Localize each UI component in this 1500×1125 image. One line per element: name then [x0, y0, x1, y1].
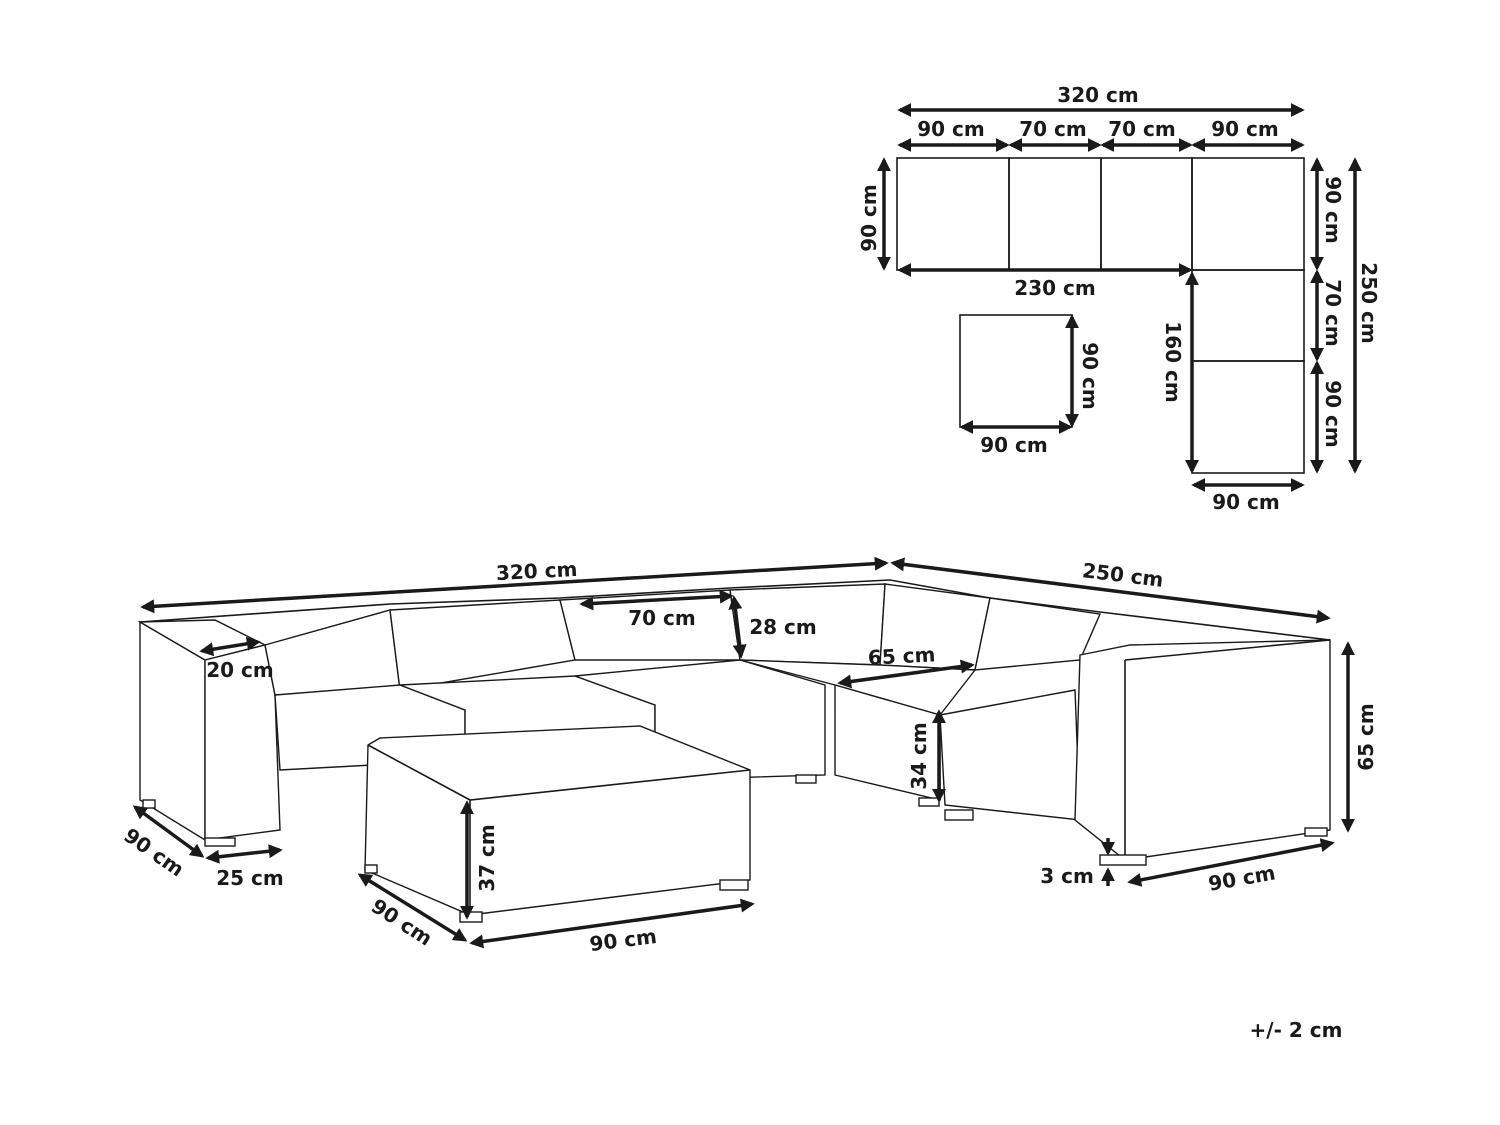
module-side-end [1191, 360, 1305, 474]
perspective-view: 320 cm 250 cm 70 cm 28 cm 20 cm 65 cm 34… [119, 556, 1378, 956]
bottom-width-label: 90 cm [1212, 490, 1280, 514]
right-segment-3-label: 90 cm [1321, 380, 1345, 448]
right-arm-module [1074, 639, 1331, 861]
segment-2-label: 70 cm [1019, 117, 1087, 141]
left-depth-label: 90 cm [857, 184, 881, 252]
ottoman-height-label: 37 cm [475, 824, 499, 892]
module-corner-left [896, 157, 1010, 271]
segment-4-label: 90 cm [1211, 117, 1279, 141]
arm-width-label: 20 cm [206, 658, 274, 682]
seat-width-label: 70 cm [628, 606, 696, 630]
total-height-label: 65 cm [1354, 703, 1378, 771]
segment-3-label: 70 cm [1108, 117, 1176, 141]
ottoman-plan [959, 314, 1073, 428]
inner-length-label: 230 cm [1014, 276, 1095, 300]
left-module-depth-label: 90 cm [119, 823, 188, 881]
module-corner-right [1191, 157, 1305, 271]
top-view-plan: 320 cm 90 cm 70 cm 70 cm 90 cm 90 cm 230… [857, 83, 1381, 514]
top-overall-width-label: 320 cm [1057, 83, 1138, 107]
module-middle-2 [1100, 157, 1193, 271]
right-segment-2-label: 70 cm [1321, 279, 1345, 347]
corner-seat-width-label: 65 cm [867, 642, 936, 669]
persp-overall-width-label: 320 cm [495, 557, 578, 585]
ottoman-width-persp-label: 90 cm [588, 924, 658, 956]
segment-1-label: 90 cm [917, 117, 985, 141]
leg-height-label: 3 cm [1040, 864, 1094, 888]
inner-depth-label: 160 cm [1161, 321, 1185, 402]
module-side-1 [1191, 269, 1305, 362]
ottoman-depth-label: 90 cm [1078, 342, 1102, 410]
right-segment-1-label: 90 cm [1321, 176, 1345, 244]
backrest-height-label: 28 cm [749, 615, 817, 639]
overall-depth-label: 250 cm [1357, 262, 1381, 343]
module-middle-1 [1008, 157, 1102, 271]
ottoman [364, 725, 751, 916]
tolerance-note: +/- 2 cm [1250, 1018, 1343, 1042]
ottoman-width-label: 90 cm [980, 433, 1048, 457]
seat-height-label: 34 cm [907, 722, 931, 790]
arm-base-width-label: 25 cm [216, 866, 284, 890]
